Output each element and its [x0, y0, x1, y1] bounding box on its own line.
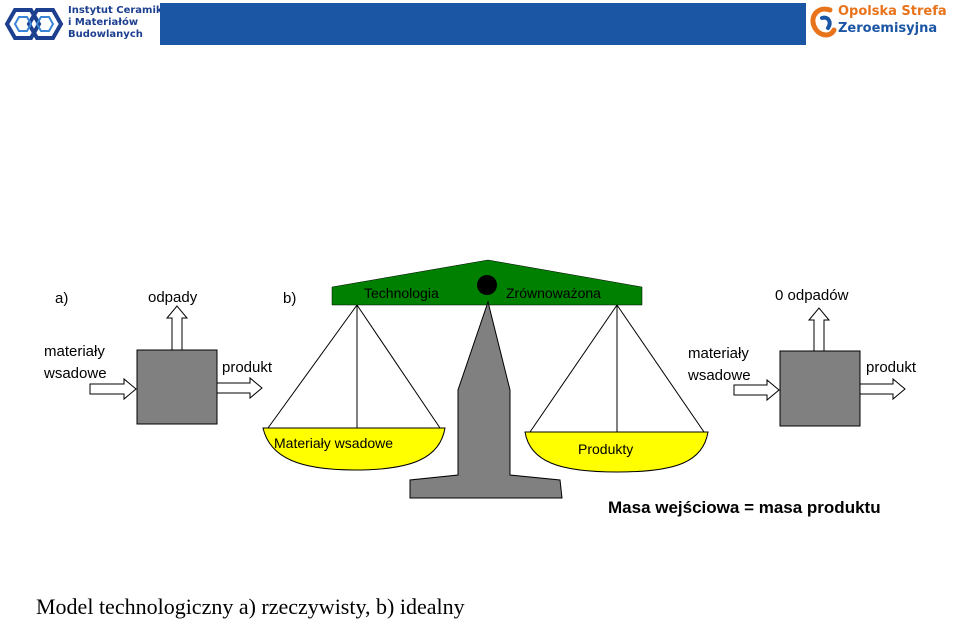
strefa-logo-line2: Zeroemisyjna — [838, 21, 938, 36]
left-pan — [262, 427, 446, 471]
right-pan-label: Produkty — [578, 441, 633, 457]
left-pan-label: Materiały wsadowe — [274, 435, 393, 451]
a-output-arrow-icon — [216, 376, 263, 400]
a-output-label: produkt — [222, 359, 273, 376]
c-input-label-line1: materiały — [688, 345, 749, 362]
mass-equation: Masa wejściowa = masa produktu — [608, 498, 881, 517]
c-input-arrow-icon — [733, 378, 780, 402]
a-top-output-label: odpady — [148, 289, 198, 306]
institute-logo-line: Budowlanych — [68, 29, 143, 40]
label-b: b) — [283, 290, 296, 307]
header-bar — [160, 3, 806, 45]
left-pan-strings — [267, 304, 441, 429]
a-input-label-line1: materiały — [44, 343, 105, 360]
c-output-arrow-icon — [859, 377, 906, 401]
a-waste-arrow-icon — [165, 305, 189, 351]
beam-right-label: Zrównoważona — [506, 285, 601, 301]
c-process-box — [779, 350, 861, 427]
beam-left-label: Technologia — [364, 285, 439, 301]
scale-pivot — [477, 275, 497, 295]
right-pan-strings — [529, 304, 705, 433]
a-process-box — [136, 349, 218, 425]
leaf-swirl-logo-icon — [810, 6, 837, 38]
institute-logo-text: Instytut Ceramiki i Materiałów Budowlany… — [68, 5, 166, 41]
institute-logo-line: i Materiałów — [68, 17, 139, 28]
c-zero-waste-arrow-icon — [807, 307, 831, 352]
strefa-logo-text: Opolska Strefa Zeroemisyjna — [838, 3, 947, 37]
a-input-arrow-icon — [89, 377, 137, 401]
header: Instytut Ceramiki i Materiałów Budowlany… — [0, 0, 960, 48]
right-pan — [524, 431, 709, 473]
scale-pillar — [409, 300, 563, 499]
a-input-label-line2: wsadowe — [43, 365, 107, 382]
c-input-label-line2: wsadowe — [687, 367, 751, 384]
slide-caption: Model technologiczny a) rzeczywisty, b) … — [36, 594, 465, 619]
institute-logo-line: Instytut Ceramiki — [68, 5, 166, 16]
c-top-output-label: 0 odpadów — [775, 287, 849, 304]
label-a: a) — [55, 290, 68, 307]
c-output-label: produkt — [866, 359, 917, 376]
hexagon-ring-logo-icon — [4, 8, 64, 40]
strefa-logo-line1: Opolska Strefa — [838, 4, 947, 19]
